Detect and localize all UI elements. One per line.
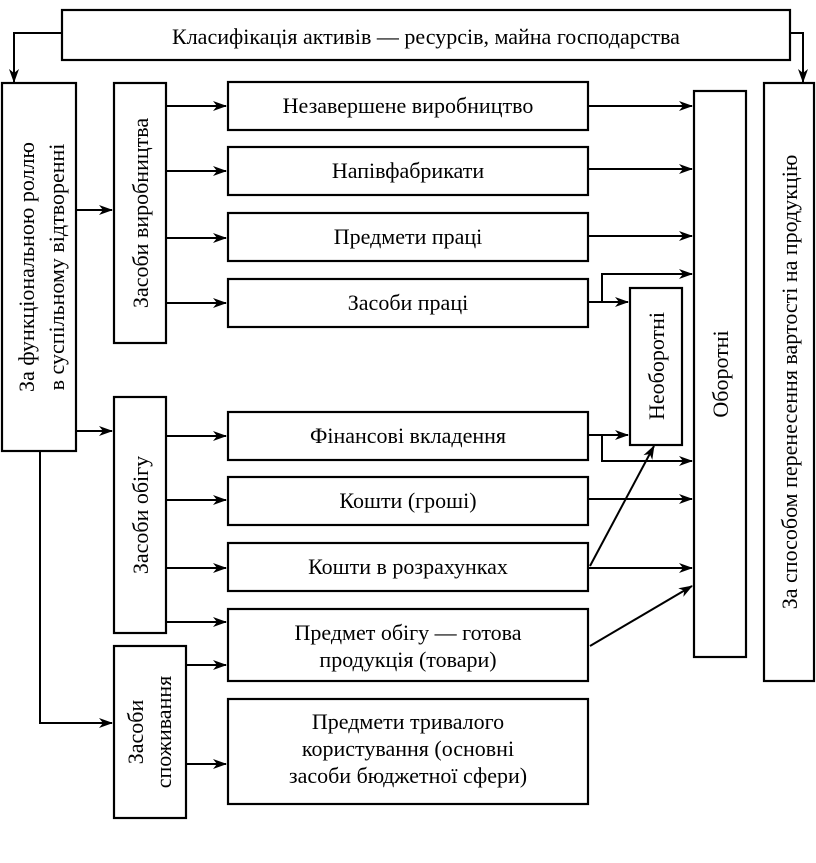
arrow-means-current bbox=[601, 269, 693, 302]
title-text: Класифікація активів — ресурсів, майна г… bbox=[172, 24, 680, 49]
arrow-finished-current bbox=[589, 585, 693, 647]
item-semi: Напівфабрикати bbox=[226, 145, 590, 197]
arrow-to-consumption bbox=[39, 451, 113, 728]
item-receivables: Кошти в розрахунках bbox=[226, 541, 590, 593]
left-criterion-line-2: в суспільному відтворенні bbox=[44, 144, 69, 391]
item-finished-goods-line-2: продукція (товари) bbox=[319, 647, 496, 672]
group-circulation-label: Засоби обігу bbox=[128, 456, 153, 574]
category-current-box: Оборотні bbox=[692, 89, 748, 659]
item-wip: Незавершене виробництво bbox=[226, 80, 590, 132]
group-consumption-line-2: споживання bbox=[151, 676, 176, 789]
group-production-label: Засоби виробництва bbox=[128, 118, 153, 308]
category-noncurrent-box: Необоротні bbox=[628, 286, 684, 447]
item-finished-goods: Предмет обігу — готова продукція (товари… bbox=[226, 607, 590, 683]
item-cash: Кошти (гроші) bbox=[226, 475, 590, 527]
group-production-box: Засоби виробництва bbox=[112, 81, 168, 345]
right-criterion-box: За способом перенесення вартості на прод… bbox=[762, 81, 816, 683]
group-consumption-line-1: Засоби bbox=[123, 700, 148, 765]
category-current-label: Оборотні bbox=[708, 330, 733, 417]
item-means-of-labor-label: Засоби праці bbox=[348, 290, 468, 315]
item-receivables-label: Кошти в розрахунках bbox=[308, 554, 508, 579]
right-criterion-text: За способом перенесення вартості на прод… bbox=[777, 155, 802, 610]
title-box: Класифікація активів — ресурсів, майна г… bbox=[60, 8, 792, 62]
item-cash-label: Кошти (гроші) bbox=[339, 488, 476, 513]
arrow-title-to-right bbox=[790, 32, 808, 83]
group-circulation-box: Засоби обігу bbox=[112, 395, 168, 635]
item-durables-line-3: засоби бюджетної сфери) bbox=[289, 763, 527, 788]
item-semi-label: Напівфабрикати bbox=[332, 158, 484, 183]
item-fin-investments-label: Фінансові вкладення bbox=[310, 423, 506, 448]
category-noncurrent-label: Необоротні bbox=[644, 312, 669, 420]
arrow-fin-current bbox=[601, 435, 693, 466]
item-objects-of-labor: Предмети праці bbox=[226, 211, 590, 263]
item-durables-line-1: Предмети тривалого bbox=[312, 709, 504, 734]
item-fin-investments: Фінансові вкладення bbox=[226, 410, 590, 462]
item-finished-goods-line-1: Предмет обігу — готова bbox=[294, 620, 521, 645]
item-wip-label: Незавершене виробництво bbox=[283, 93, 534, 118]
left-criterion-line-1: За функціональною роллю bbox=[14, 142, 39, 392]
group-consumption-box: Засоби споживання bbox=[112, 644, 188, 820]
item-durables: Предмети тривалого користування (основні… bbox=[226, 697, 590, 806]
left-criterion-box: За функціональною роллю в суспільному ві… bbox=[0, 81, 78, 453]
arrow-receivables-noncurrent bbox=[589, 445, 655, 567]
item-objects-of-labor-label: Предмети праці bbox=[334, 224, 483, 249]
arrow-title-to-left bbox=[9, 32, 62, 83]
item-means-of-labor: Засоби праці bbox=[226, 277, 590, 329]
item-durables-line-2: користування (основні bbox=[302, 736, 514, 761]
